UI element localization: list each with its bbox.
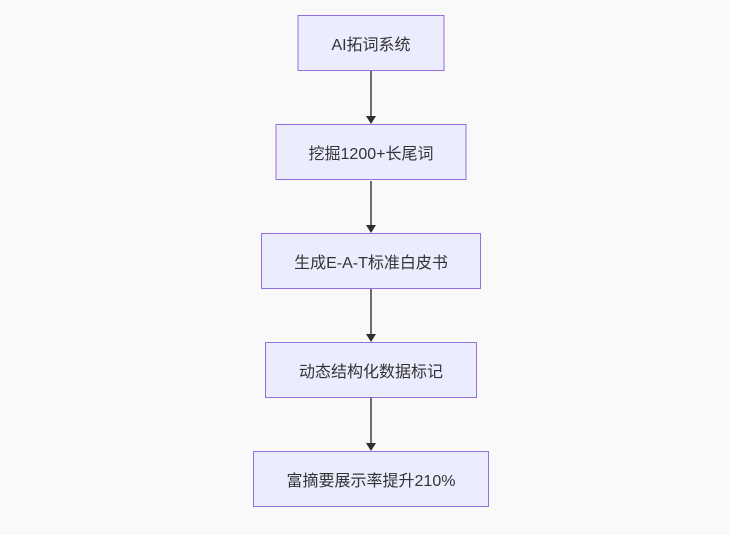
arrowhead-down-icon [366, 116, 376, 124]
arrowhead-down-icon [366, 443, 376, 451]
node-label: 挖掘1200+长尾词 [308, 146, 434, 163]
edge-connector-1 [365, 71, 377, 124]
node-label: 生成E-A-T标准白皮书 [294, 255, 448, 272]
flow-node-rich-snippet-result: 富摘要展示率提升210% [253, 451, 489, 507]
flow-node-structured-data-markup: 动态结构化数据标记 [265, 342, 477, 398]
arrowhead-down-icon [366, 225, 376, 233]
edge-line [370, 289, 372, 335]
node-label: 动态结构化数据标记 [298, 364, 443, 381]
flow-node-eat-whitepaper: 生成E-A-T标准白皮书 [261, 233, 481, 289]
flow-node-longtail-mining: 挖掘1200+长尾词 [275, 124, 467, 180]
edge-connector-2 [365, 181, 377, 233]
edge-line [370, 397, 372, 444]
flow-node-ai-word-expansion: AI拓词系统 [297, 15, 445, 71]
edge-connector-4 [365, 397, 377, 451]
node-label: AI拓词系统 [331, 37, 411, 54]
node-label: 富摘要展示率提升210% [286, 473, 456, 490]
edge-line [370, 181, 372, 226]
edge-connector-3 [365, 289, 377, 342]
arrowhead-down-icon [366, 334, 376, 342]
edge-line [370, 71, 372, 117]
